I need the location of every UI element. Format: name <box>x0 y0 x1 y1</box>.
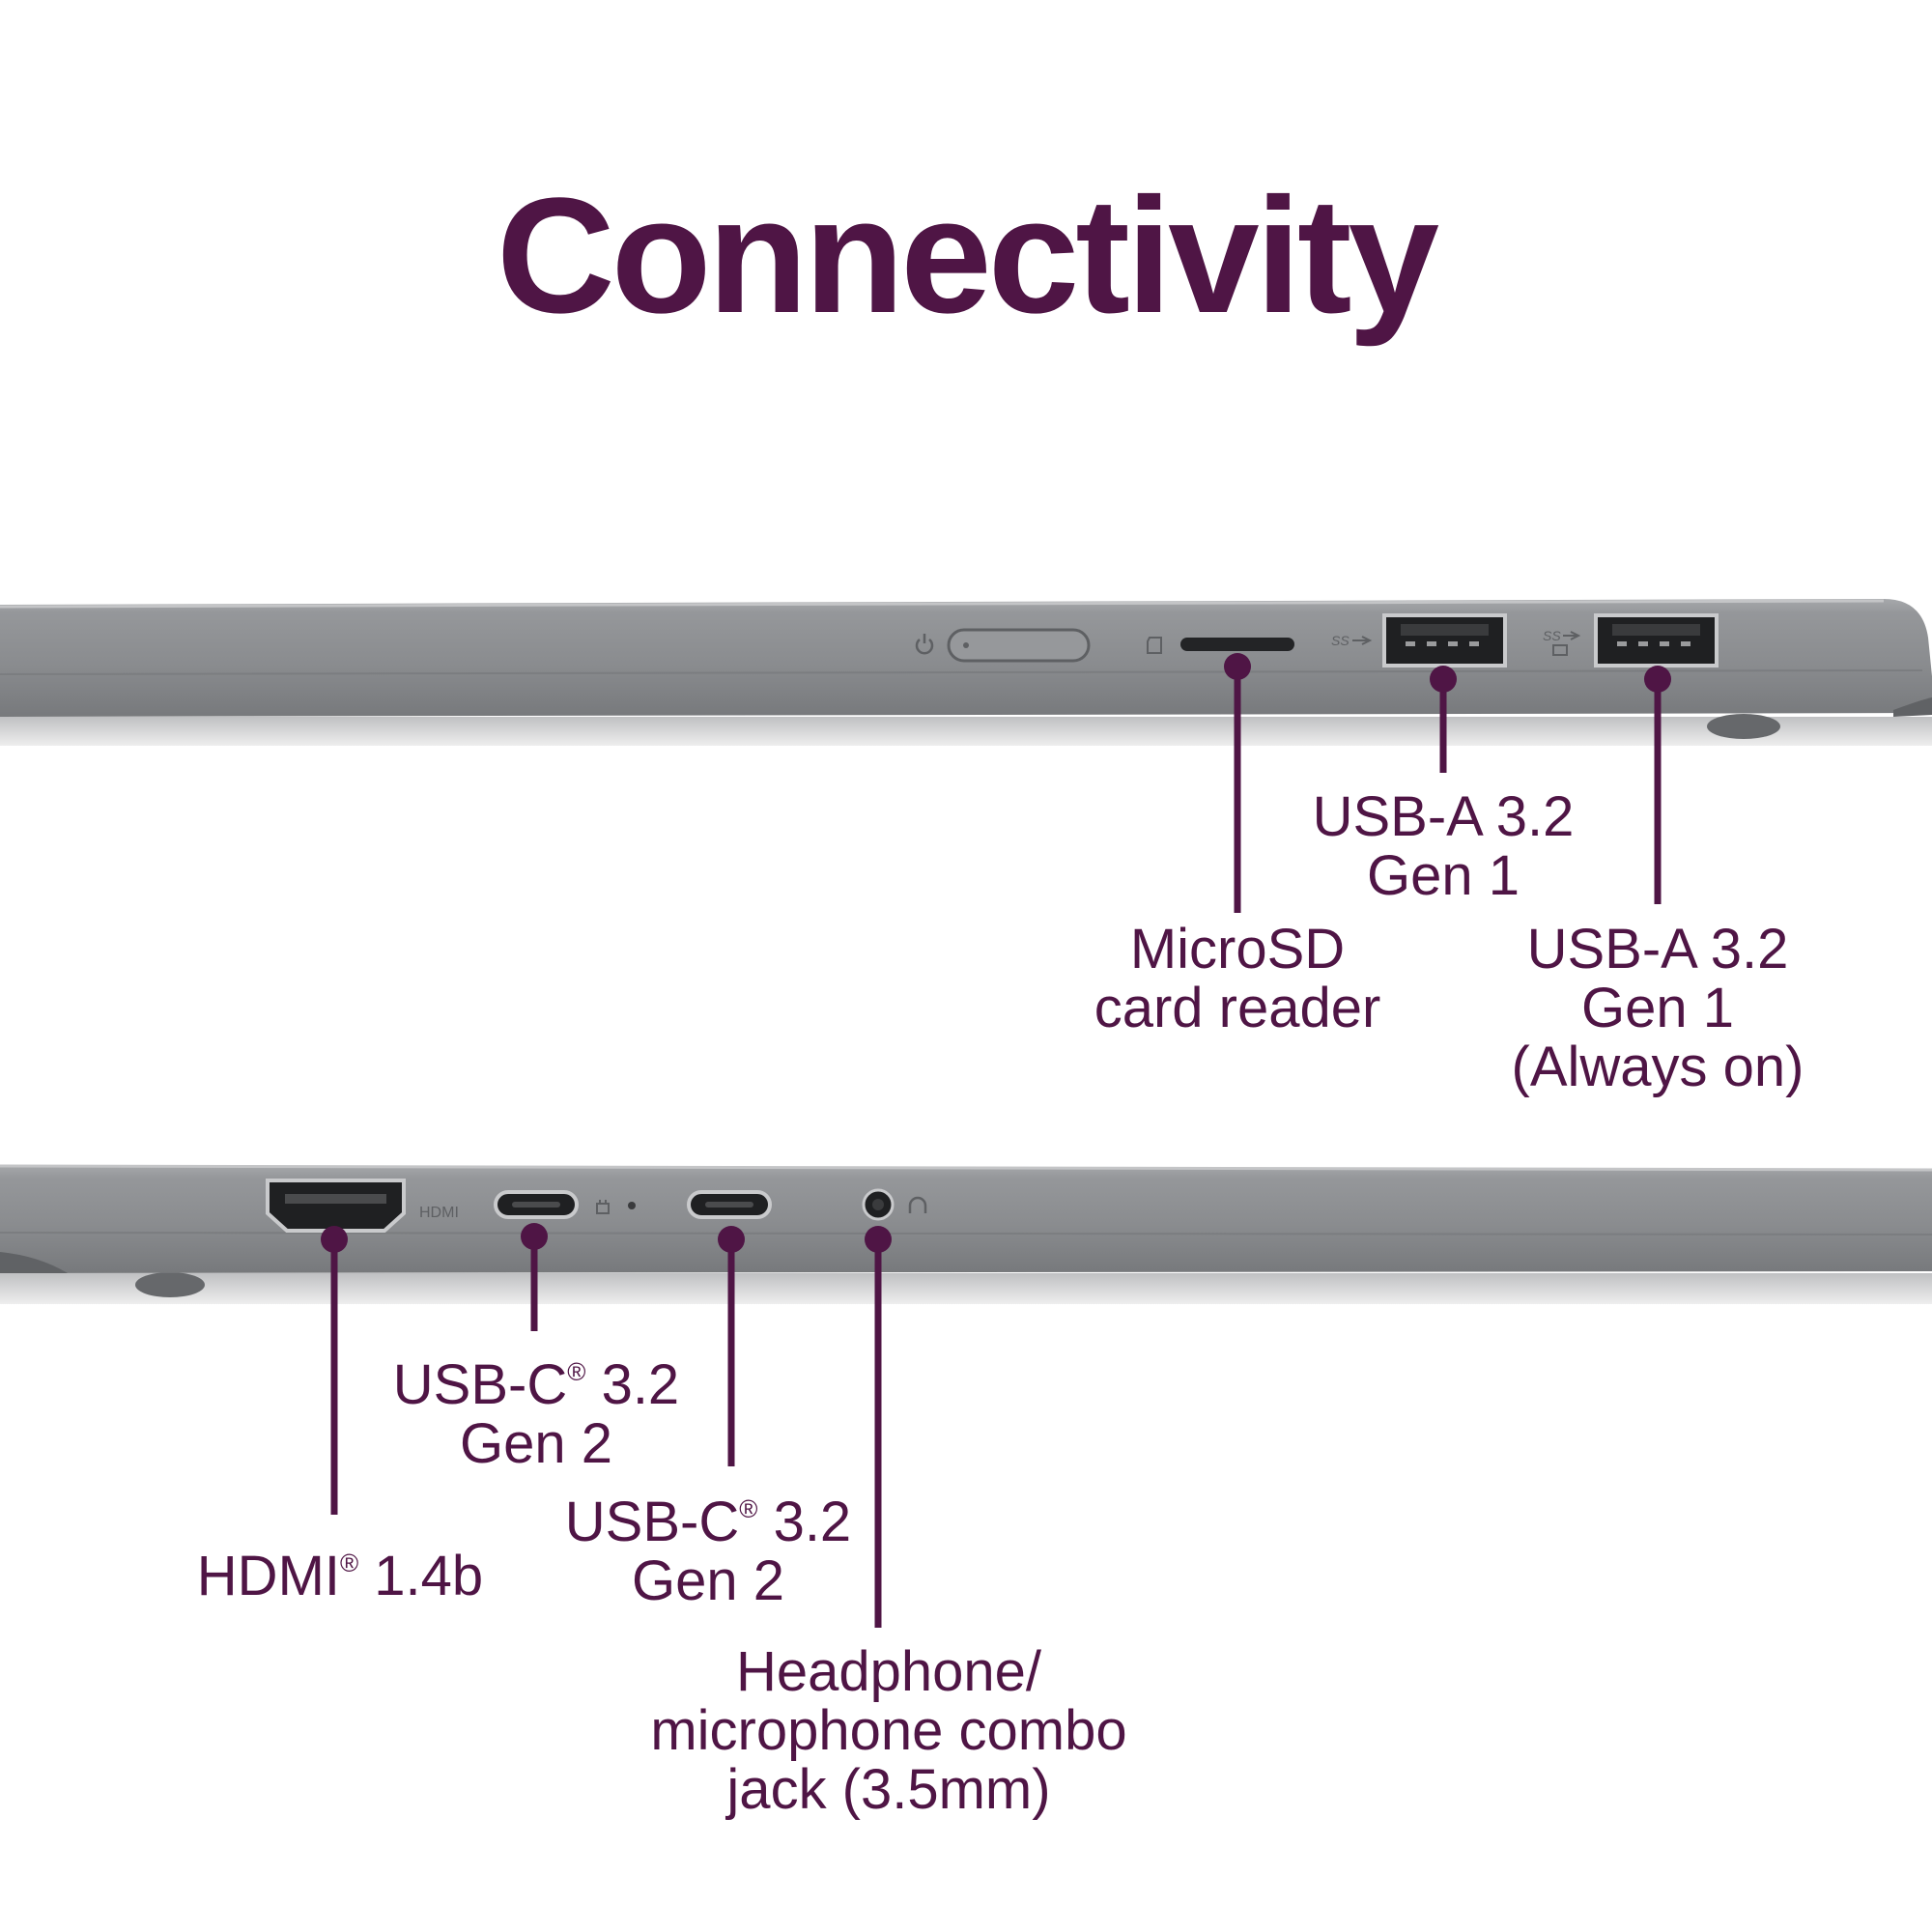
floor-shadow-bottom <box>0 1273 1932 1304</box>
rubber-foot-top <box>1707 714 1780 739</box>
power-led <box>963 642 969 648</box>
usb-ss-icon-2: SS <box>1543 628 1561 643</box>
usb-trident-icon-2 <box>1563 631 1581 640</box>
label-usb-c-1: USB-C® 3.2 Gen 2 <box>392 1353 680 1475</box>
usb-trident-icon <box>1352 636 1373 645</box>
callout-dot-usbc-2 <box>718 1226 745 1253</box>
power-icon <box>915 634 934 655</box>
callout-dot-hdmi <box>321 1226 348 1253</box>
usb-a-port-1 <box>1382 613 1507 668</box>
headphone-icon <box>908 1196 927 1213</box>
hdmi-print: HDMI <box>419 1205 459 1221</box>
callout-dot-usbc-1 <box>521 1223 548 1250</box>
always-on-icon <box>1552 644 1568 656</box>
label-usb-a-2: USB-A 3.2 Gen 1 (Always on) <box>1511 918 1804 1098</box>
hinge-curve <box>1893 697 1932 717</box>
callout-dot-audio <box>865 1226 892 1253</box>
laptop-right-side: SS SS <box>0 599 1932 746</box>
label-hdmi: HDMI® 1.4b <box>196 1545 484 1607</box>
rubber-foot-bottom <box>135 1272 205 1297</box>
usb-a-port-2 <box>1594 613 1719 668</box>
label-usb-a-1: USB-A 3.2 Gen 1 <box>1312 785 1575 907</box>
microsd-icon <box>1147 637 1162 654</box>
hdmi-port <box>266 1179 406 1233</box>
callout-dot-usba-2 <box>1644 666 1671 693</box>
usb-ss-icon: SS <box>1331 633 1350 648</box>
label-microsd: MicroSD card reader <box>1094 918 1381 1039</box>
chassis-bottom <box>0 1165 1932 1273</box>
chassis-bottom-lid-line <box>0 1164 1932 1172</box>
label-audio-jack: Headphone/ microphone combo jack (3.5mm) <box>650 1640 1127 1821</box>
chassis-bottom-seam <box>0 1232 1932 1236</box>
callout-dot-usba-1 <box>1430 666 1457 693</box>
chassis-top-lid-line <box>0 599 1885 609</box>
power-button[interactable] <box>947 628 1091 663</box>
charging-plug-icon <box>596 1200 610 1214</box>
label-usb-c-2: USB-C® 3.2 Gen 2 <box>564 1491 852 1612</box>
microsd-slot <box>1180 638 1294 651</box>
page-title: Connectivity <box>496 164 1439 348</box>
charging-led <box>628 1202 636 1209</box>
laptop-left-side: HDMI <box>0 1164 1932 1304</box>
hinge-curve-left <box>0 1252 68 1273</box>
floor-shadow-top <box>0 717 1932 746</box>
chassis-top-seam <box>0 669 1923 675</box>
callout-lines <box>321 653 1671 1628</box>
callout-dot-microsd <box>1224 653 1251 680</box>
